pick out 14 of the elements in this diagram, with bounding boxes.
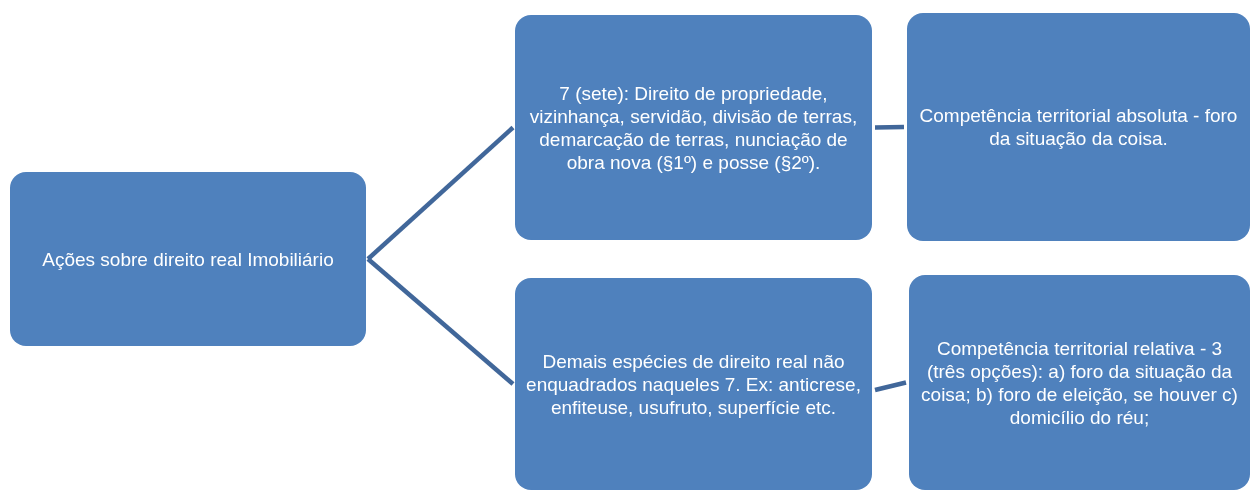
process-box <box>515 278 872 490</box>
process-box <box>909 275 1250 490</box>
process-box <box>515 15 872 240</box>
process-box <box>10 172 366 346</box>
connector-line <box>366 125 515 261</box>
connector-line <box>366 257 515 386</box>
connector-line <box>874 124 905 130</box>
box-text: Ações sobre direito real Imobiliário <box>42 247 334 271</box>
box-text: Competência territorial relativa - 3 (três opções): a) foro da situação da coisa; b) foro de eleição, se houver c) domicílio do réu; <box>920 336 1239 429</box>
box-text: Competência territorial absoluta - foro da situação da coisa. <box>918 104 1239 150</box>
process-box <box>907 13 1250 241</box>
box-text: 7 (sete): Direito de propriedade, vizinhança, servidão, divisão de terras, demarcação de terras, nunciação de obra nova (§1º) e posse (§2º). <box>528 81 859 174</box>
box-text: Demais espécies de direito real não enquadrados naqueles 7. Ex: anticrese, enfiteuse, usufruto, superfície etc. <box>525 349 862 419</box>
connector-line <box>874 380 907 393</box>
